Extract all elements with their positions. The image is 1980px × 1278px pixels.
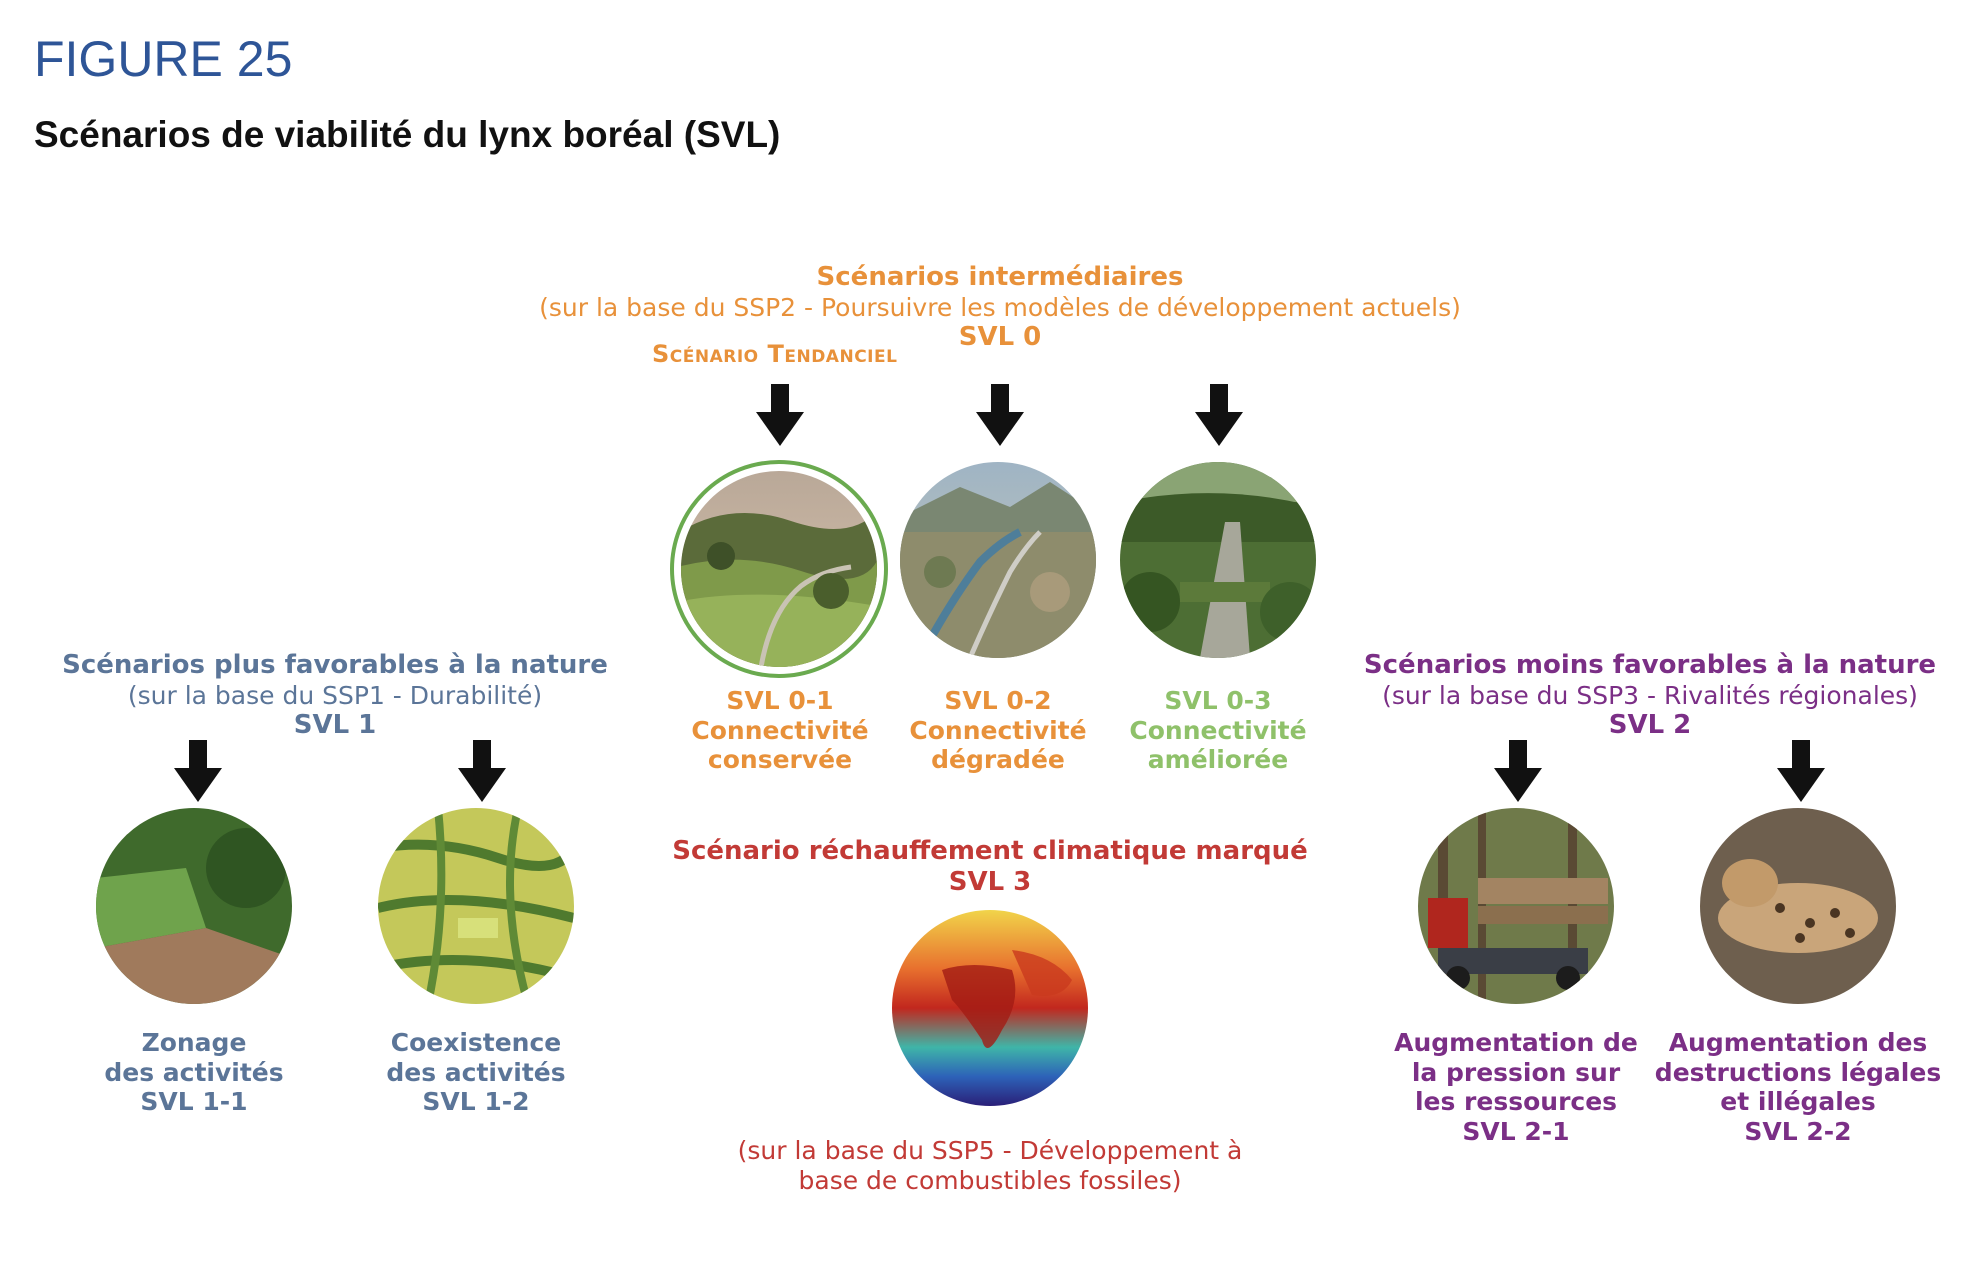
arrow-down-icon: [1494, 740, 1542, 802]
less-favorable-code: SVL 2: [1608, 710, 1692, 741]
figure-label: FIGURE 25: [34, 31, 293, 87]
svl-2-1-line3: les ressources: [1414, 1087, 1618, 1116]
intermediate-basis: (sur la base du SSP2 - Poursuivre les mo…: [539, 292, 1461, 322]
global-temperature-map: [892, 910, 1088, 1106]
dead-lynx-photo: [1700, 808, 1896, 1004]
favorable-code: SVL 1: [293, 710, 377, 741]
climate-basis-line1: (sur la base du SSP5 - Développement à: [737, 1136, 1243, 1165]
svl-1-2-line1: Coexistence: [390, 1028, 562, 1057]
arrow-down-icon: [174, 740, 222, 802]
favorable-title: Scénarios plus favorables à la nature: [62, 650, 608, 680]
highlight-ring: [670, 460, 888, 678]
climate-basis: (sur la base du SSP5 - Développement à b…: [640, 1136, 1340, 1195]
less-favorable-title: Scénarios moins favorables à la nature: [1363, 650, 1937, 680]
svl-2-1-caption: Augmentation de la pression sur les ress…: [1376, 1028, 1656, 1146]
intermediate-title: Scénarios intermédiaires: [816, 262, 1184, 292]
svl-0-1-caption: SVL 0-1 Connectivité conservée: [660, 686, 900, 775]
svl-0-2-line2: dégradée: [931, 745, 1065, 774]
valley-highway-river-photo: [900, 462, 1096, 658]
hedgerow-landscape-illustration: [378, 808, 574, 1004]
svl-1-2-line2: des activités: [386, 1057, 566, 1087]
svl-0-3-code: SVL 0-3: [1164, 686, 1272, 715]
forest-field-aerial-photo: [96, 808, 292, 1004]
favorable-basis: (sur la base du SSP1 - Durabilité): [127, 680, 543, 710]
svl-2-2-line1: Augmentation des: [1668, 1028, 1928, 1057]
svl-2-1-code: SVL 2-1: [1462, 1116, 1570, 1146]
rural-valley-road-photo: [681, 471, 877, 667]
svl-1-1-line1: Zonage: [141, 1028, 247, 1057]
svl-0-3-line2: améliorée: [1147, 745, 1289, 774]
arrow-down-icon: [1777, 740, 1825, 802]
svl-0-1-code: SVL 0-1: [726, 686, 834, 715]
logging-truck-photo: [1418, 808, 1614, 1004]
wildlife-overpass-photo: [1120, 462, 1316, 658]
arrow-down-icon: [1195, 384, 1243, 446]
svl-2-1-line2: la pression sur: [1411, 1057, 1621, 1087]
figure-title: Scénarios de viabilité du lynx boréal (S…: [34, 114, 781, 155]
svl-1-2-caption: Coexistence des activités SVL 1-2: [356, 1028, 596, 1117]
trend-scenario-label: Scénario Tendanciel: [652, 340, 898, 368]
svl-1-1-code: SVL 1-1: [140, 1087, 248, 1116]
svl-1-1-line2: des activités: [104, 1057, 284, 1087]
svl-1-2-code: SVL 1-2: [422, 1087, 530, 1116]
svl-0-2-caption: SVL 0-2 Connectivité dégradée: [878, 686, 1118, 775]
intermediate-code: SVL 0: [958, 322, 1042, 353]
svl-2-2-line3: et illégales: [1720, 1087, 1876, 1116]
svl-0-1-line2: conservée: [707, 745, 853, 774]
arrow-down-icon: [458, 740, 506, 802]
intermediate-header: Scénarios intermédiaires (sur la base du…: [480, 262, 1520, 353]
svl-2-2-line2: destructions légales: [1654, 1057, 1942, 1087]
svl-2-2-code: SVL 2-2: [1744, 1116, 1852, 1146]
climate-header: Scénario réchauffement climatique marqué…: [640, 836, 1340, 897]
favorable-header: Scénarios plus favorables à la nature (s…: [50, 650, 620, 741]
svl-0-3-line1: Connectivité: [1129, 715, 1307, 745]
climate-code: SVL 3: [948, 866, 1032, 897]
svl-2-1-line1: Augmentation de: [1394, 1028, 1638, 1057]
less-favorable-basis: (sur la base du SSP3 - Rivalités régiona…: [1382, 680, 1918, 710]
climate-title: Scénario réchauffement climatique marqué: [672, 836, 1308, 866]
svl-0-2-line1: Connectivité: [909, 715, 1087, 745]
svl-0-3-caption: SVL 0-3 Connectivité améliorée: [1098, 686, 1338, 775]
arrow-down-icon: [976, 384, 1024, 446]
arrow-down-icon: [756, 384, 804, 446]
svl-0-1-line1: Connectivité: [691, 715, 869, 745]
climate-basis-line2: base de combustibles fossiles): [798, 1165, 1182, 1195]
svl-1-1-caption: Zonage des activités SVL 1-1: [74, 1028, 314, 1117]
svl-2-2-caption: Augmentation des destructions légales et…: [1650, 1028, 1946, 1146]
less-favorable-header: Scénarios moins favorables à la nature (…: [1360, 650, 1940, 741]
svl-0-2-code: SVL 0-2: [944, 686, 1052, 715]
